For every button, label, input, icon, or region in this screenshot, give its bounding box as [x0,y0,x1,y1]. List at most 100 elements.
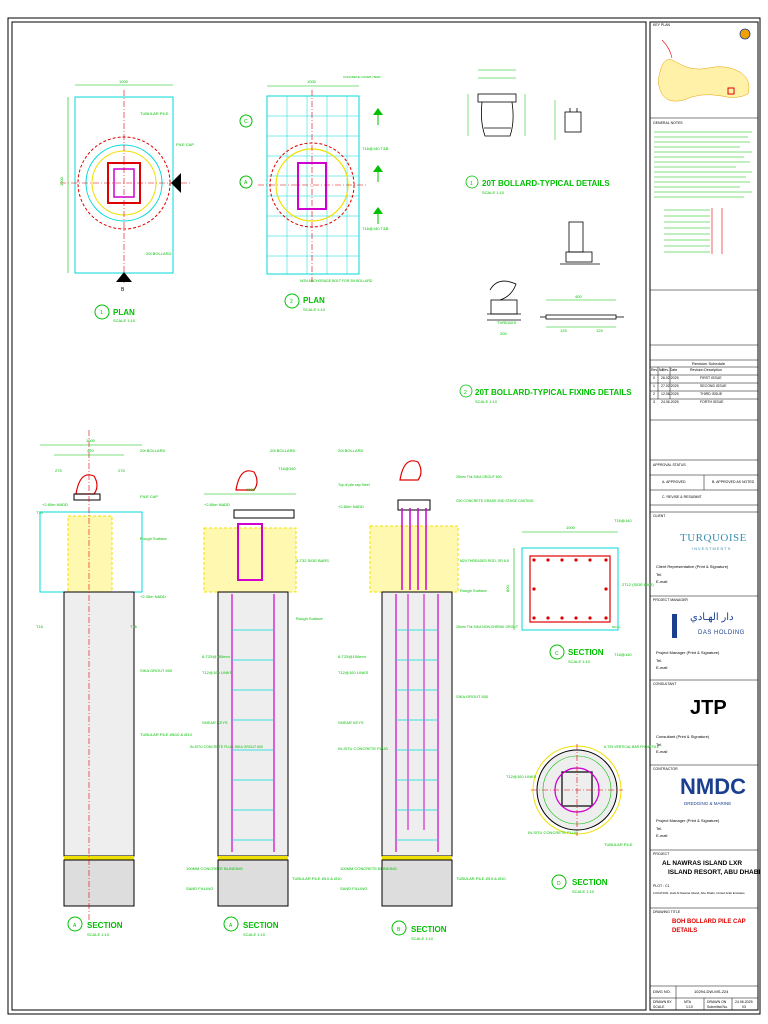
project-plot: PLOT : C1 [653,884,670,888]
contractor-label: CONTRACTOR [653,767,678,771]
rev-row-0-date: 26.02.2025 [661,376,679,380]
plan2-scale: SCALE 1:10 [303,307,326,312]
client-logo-sub: INVESTMENTS [692,546,732,551]
section-a1-drawing [39,430,143,932]
rev-row-1-date: 27.02.2025 [661,384,679,388]
plan-view-2 [239,85,383,309]
plan2-texts: 1000 CONCRETE COVER 75MM T16@140 T&B T16… [244,75,389,312]
client-tel: Tel. [656,572,663,577]
sec-a2-title: SECTION [243,921,279,930]
submittal-label: Submittal No. [707,1005,729,1009]
bollard-typ-num: 1 [470,181,473,187]
sec-a2-letter: A [229,923,233,929]
general-notes-label: GENERAL NOTES [653,121,683,125]
sec-d-title: SECTION [572,878,608,887]
bollard-fix-num: 2 [464,390,467,396]
project-label: PROJECT [653,852,670,856]
client-logo: TURQUOISE [680,532,747,544]
sec-a2-scale: SCALE 1:10 [243,932,266,937]
plan1-num: 1 [100,310,103,316]
approval-b: B. APPROVED AS NOTED [712,480,755,484]
sec-b-letter: B [397,927,401,933]
sec-c-label-cover: 50mm [612,625,621,629]
plan2-label-rebar2: T16@140 T&B [362,226,389,231]
sec-a1-scale: SCALE 1:10 [87,932,110,937]
key-plan-label: KEY PLAN [653,23,671,27]
general-notes-lines [654,131,752,253]
approval-c: C. REVISE & RESUBMIT [662,495,702,499]
rev-row-0-desc: FIRST ISSUE [700,376,722,380]
plan2-sec-c: C [244,119,248,125]
plan2-label-cover: CONCRETE COVER 75MM [343,75,381,79]
plan1-sec-b: B [121,287,125,293]
sec-a1-label-t16a: T16 [36,624,44,629]
drawn-on-label: DRAWN ON [707,1000,727,1004]
pm-logo-ar: دار الهـادي [690,612,734,623]
rev-header-no: Rev. No. [651,368,665,372]
consultant-logo: JTP [690,697,727,719]
sec-a2-label-bollard: 20t BOLLARD [270,448,295,453]
rev-row-2-date: 12.06.2025 [661,392,679,396]
sec-c-label-side: 2T12 (SIDE BAR) [622,582,654,587]
pm-rep: Project Manager (Print & Signature) [656,650,720,655]
dwg-no-value: 10294-DW-MS-224 [694,989,729,994]
submittal-value: 03 [742,1005,746,1009]
sec-a2-label-sand: SAND FILLING [186,886,213,891]
sec-b-label-c50: C50 CONCRETE GRADE 2ND STAGE CASTING [456,499,534,503]
plan1-label-tubular: TUBULAR PILE [140,111,169,116]
approval-status-label: APPROVAL STATUS [653,463,686,467]
pm-label: PROJECT MANAGER [653,598,688,602]
section-a1-texts: 1000 450 275 275 20t BOLLARD +2.80m NADD… [36,438,193,937]
sec-b-label-pile: TUBULAR PILE Ø10 & Ø10 [456,876,506,881]
section-b-texts: 20t BOLLARD Top of pile cap Steel +2.80m… [338,448,534,941]
sec-d-label-plug: IN-SITU CONCRETE PLUG [528,830,578,835]
rev-row-1-desc: SECOND ISSUE [700,384,727,388]
bollard-typ-title: 20T BOLLARD-TYPICAL DETAILS [482,179,610,188]
project-name-1: AL NAWRAS ISLAND LXR [662,860,743,867]
plan1-texts: 1000 1000 TUBULAR PILE PILE CAP 20t BOLL… [59,79,194,323]
bollard-fixing-texts: THREADS 400 125 125 200 2 20T BOLLARD-TY… [464,294,632,404]
plan2-sec-a: A [244,180,248,186]
plan2-dim-top: 1000 [307,79,317,84]
sec-b-scale: SCALE 1:10 [411,936,434,941]
drawing-title-line1: BOH BOLLARD PILE CAP [672,919,746,925]
plan1-sec-a: A [176,182,180,188]
sec-b-label-grout25: 25mm Thk SIKA GROUT 600 [456,475,502,479]
sec-b-label-links: T12@100 LINKS [338,670,369,675]
plan2-title: PLAN [303,296,325,305]
sec-a2-label-pile: TUBULAR PILE Ø10 & Ø10 [292,876,342,881]
rev-row-0-no: 0 [653,376,655,380]
sec-a1-dim-450: 450 [87,448,94,453]
scale-label: SCALE [653,1005,665,1009]
sec-b-label-sikagrout: SIKA GROUT 600 [456,694,489,699]
bollard-typical-drawing [465,69,582,189]
contractor-logo-sub: DREDGING & MARINE [684,801,732,806]
plan2-label-bolt: NON ANCHORAGE BOLT FOR 20t BOLLARD [300,279,373,283]
rev-row-1-no: 1 [653,384,655,388]
sec-a1-label-nadd1: +2.80m NADD [42,502,68,507]
sec-d-label-links: T12@100 LINKS [506,774,537,779]
drawn-on-value: 24.06.2025 [735,1000,753,1004]
sec-c-scale: SCALE 1:10 [568,659,591,664]
consultant-rep: Consultant (Print & Signature) [656,734,710,739]
sec-a1-label-grout: SIKA GROUT 600 [140,668,173,673]
project-location: LOCATION: Hudi Al Nawras Island, Abu Dha… [653,891,745,895]
sec-b-title: SECTION [411,925,447,934]
contractor-rep: Project Manager (Print & Signature) [656,818,720,823]
fix-dim-125b: 125 [596,328,603,333]
fix-dim-125a: 125 [560,328,567,333]
contractor-logo: NMDC [680,774,746,799]
sec-a1-dim-275a: 275 [55,468,62,473]
dwg-no-label: DWG NO. [653,989,671,994]
section-a2-texts: 20t BOLLARD T16@140 +2.80m NADD 3-T32 SI… [186,448,342,937]
rev-row-3-no: 3 [653,400,655,404]
sec-d-scale: SCALE 1:10 [572,889,595,894]
plan1-dim-top: 1000 [119,79,129,84]
fix-label-threads: THREADS [497,320,516,325]
title-block-grid [650,117,758,1010]
contractor-tel: Tel. [656,826,663,831]
plan1-scale: SCALE 1:10 [113,318,136,323]
sec-b-label-rod: M24 THREADED ROD, GR 8.8 [460,559,509,563]
sec-c-letter: C [555,651,559,657]
rev-row-2-desc: THIRD ISSUE [700,392,723,396]
